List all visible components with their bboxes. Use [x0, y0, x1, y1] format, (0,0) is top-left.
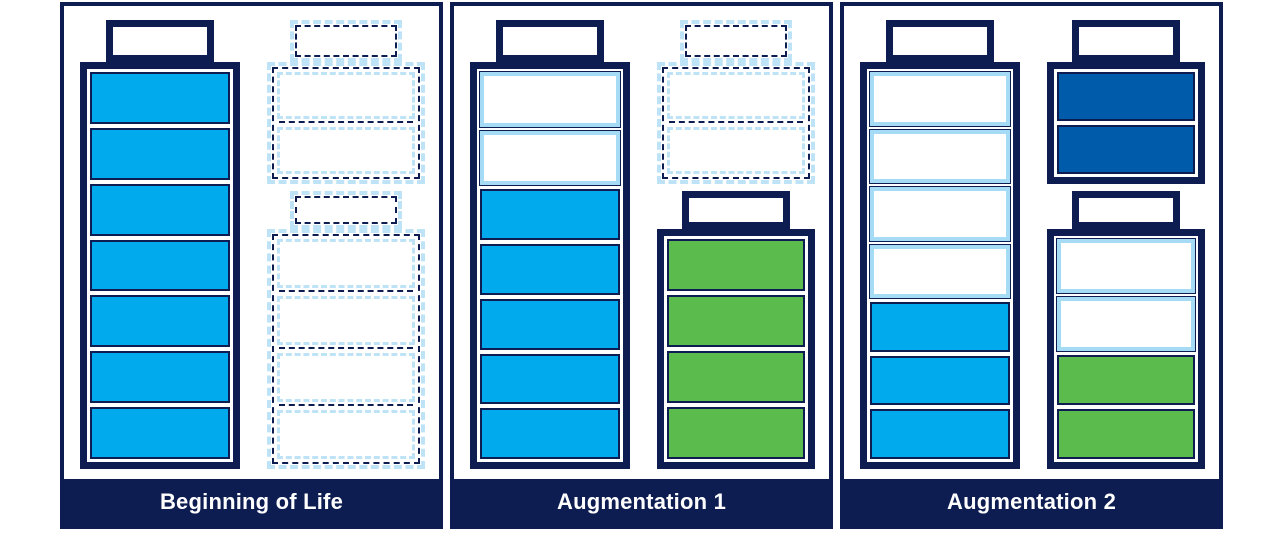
battery-segment-charged	[870, 409, 1010, 460]
battery-segment-charged	[90, 239, 230, 292]
battery-segment-depleted	[870, 244, 1010, 299]
battery-segment-charged	[90, 183, 230, 236]
battery-right-bottom	[1047, 191, 1205, 469]
battery-segment-planned	[277, 296, 415, 345]
battery-cap	[1072, 191, 1180, 229]
battery-cap	[886, 20, 994, 62]
battery-segment-depleted	[1057, 297, 1195, 351]
stage-label: Augmentation 2	[946, 489, 1117, 514]
battery-left-full	[470, 20, 630, 469]
battery-body	[657, 229, 815, 469]
battery-segment-new	[667, 407, 805, 459]
stage-footer: Augmentation 1	[454, 479, 829, 525]
battery-segment-charged	[90, 407, 230, 460]
battery-left-full	[860, 20, 1020, 469]
dashed-separator	[279, 121, 413, 125]
battery-segment-depleted	[870, 72, 1010, 126]
battery-segment-charged	[480, 189, 620, 241]
battery-body	[80, 62, 240, 469]
dashed-separator	[669, 121, 803, 125]
battery-cap	[496, 20, 604, 62]
battery-segment-charged	[90, 351, 230, 404]
battery-segment-new	[1057, 355, 1195, 405]
battery-cap	[682, 191, 790, 229]
battery-segment-charged	[480, 408, 620, 460]
battery-cap	[106, 20, 214, 62]
battery-segment-charged	[480, 244, 620, 295]
stage-label: Beginning of Life	[159, 489, 344, 514]
battery-body	[1047, 229, 1205, 469]
battery-right-top	[657, 20, 815, 184]
battery-segment-charged	[480, 298, 620, 350]
battery-body	[267, 229, 425, 469]
stage-canvas	[454, 6, 829, 479]
battery-cap	[1072, 20, 1180, 62]
battery-segment-planned	[667, 72, 805, 119]
battery-segment-new	[667, 239, 805, 291]
battery-body-inner	[272, 234, 420, 464]
battery-segment-charged	[90, 295, 230, 348]
battery-cap	[680, 20, 792, 62]
battery-segment-new	[667, 295, 805, 347]
battery-segment-new	[1057, 409, 1195, 459]
stage-panel-beginning-of-life: Beginning of Life	[60, 2, 443, 529]
battery-segment-reserve	[1057, 125, 1195, 174]
battery-segment-charged	[870, 302, 1010, 352]
battery-right-top	[1047, 20, 1205, 184]
battery-body-inner	[87, 69, 233, 462]
battery-segment-planned	[667, 127, 805, 174]
battery-left-full	[80, 20, 240, 469]
battery-segment-planned	[277, 72, 415, 119]
battery-body	[267, 62, 425, 184]
battery-body-inner	[477, 69, 623, 462]
battery-segment-depleted	[870, 129, 1010, 184]
battery-segment-new	[667, 351, 805, 403]
battery-segment-depleted	[1057, 239, 1195, 293]
battery-body	[860, 62, 1020, 469]
battery-body	[470, 62, 630, 469]
battery-body	[657, 62, 815, 184]
battery-body-inner	[1054, 69, 1198, 177]
battery-body-inner	[1054, 236, 1198, 462]
battery-segment-charged	[480, 353, 620, 405]
stage-canvas	[64, 6, 439, 479]
battery-right-bottom	[267, 191, 425, 469]
battery-right-top	[267, 20, 425, 184]
battery-body-inner	[664, 236, 808, 462]
stage-label: Augmentation 1	[556, 489, 727, 514]
battery-segment-depleted	[480, 72, 620, 127]
dashed-separator	[279, 290, 413, 294]
battery-segment-planned	[277, 239, 415, 288]
stage-canvas	[844, 6, 1219, 479]
dashed-separator	[279, 347, 413, 351]
stage-footer: Augmentation 2	[844, 479, 1219, 525]
battery-body-inner	[867, 69, 1013, 462]
battery-cap-inner	[685, 25, 787, 57]
battery-segment-reserve	[1057, 72, 1195, 121]
stage-panel-augmentation-1: Augmentation 1	[450, 2, 833, 529]
battery-segment-charged	[90, 127, 230, 180]
battery-segment-depleted	[870, 187, 1010, 241]
battery-cap-inner	[295, 25, 397, 57]
battery-body	[1047, 62, 1205, 184]
battery-body-inner	[272, 67, 420, 179]
battery-segment-charged	[870, 355, 1010, 406]
battery-segment-planned	[277, 127, 415, 174]
battery-segment-depleted	[480, 130, 620, 186]
battery-segment-charged	[90, 72, 230, 124]
stage-panels-row: Beginning of Life Augmentation 1 Augment…	[60, 2, 1223, 529]
battery-body-inner	[662, 67, 810, 179]
battery-cap	[290, 20, 402, 62]
battery-cap	[290, 191, 402, 229]
dashed-separator	[279, 404, 413, 408]
stage-panel-augmentation-2: Augmentation 2	[840, 2, 1223, 529]
battery-right-bottom	[657, 191, 815, 469]
battery-cap-inner	[295, 196, 397, 224]
battery-segment-planned	[277, 410, 415, 459]
battery-segment-planned	[277, 353, 415, 402]
stage-footer: Beginning of Life	[64, 479, 439, 525]
